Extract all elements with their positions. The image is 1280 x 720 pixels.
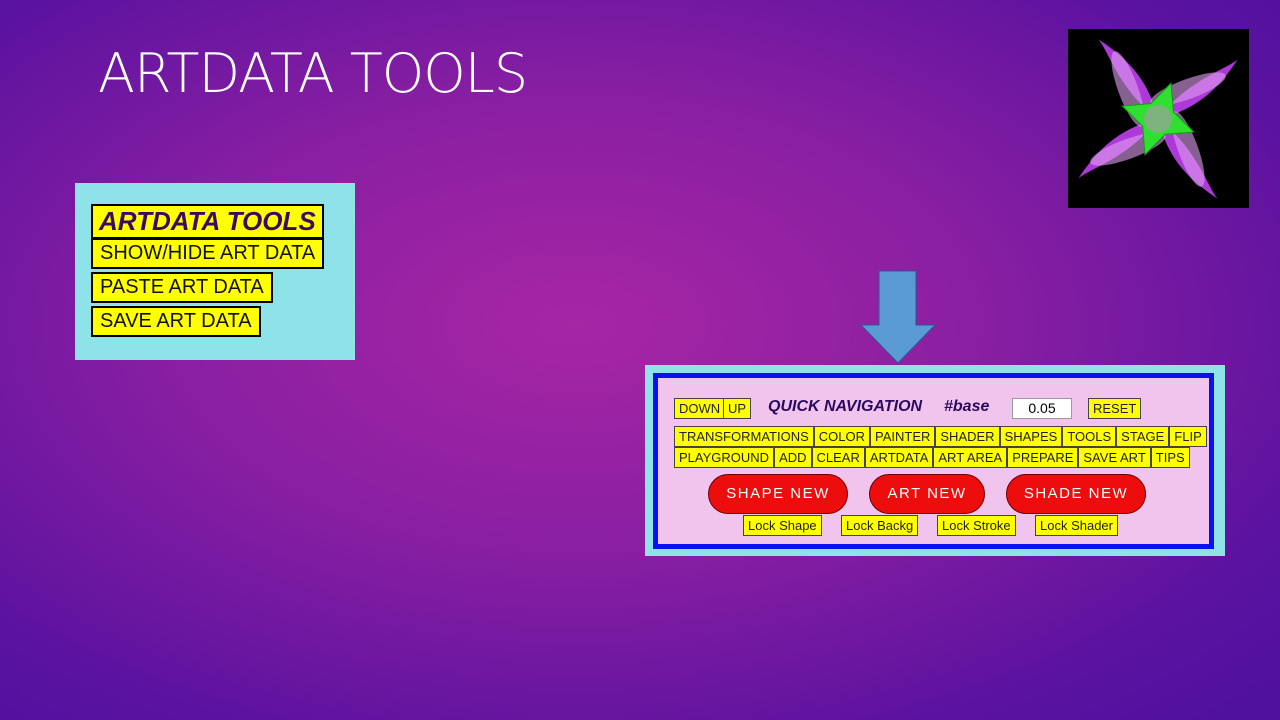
nav-tips[interactable]: TIPS — [1150, 447, 1190, 468]
quick-navigation-title: QUICK NAVIGATION — [768, 398, 923, 415]
reset-button[interactable]: RESET — [1088, 398, 1142, 419]
nav-tools[interactable]: TOOLS — [1062, 426, 1117, 447]
down-arrow-icon — [860, 270, 936, 364]
lock-stroke-button[interactable]: Lock Stroke — [937, 515, 1016, 536]
save-art-data-button[interactable]: SAVE ART DATA — [91, 306, 261, 337]
base-label: #base — [944, 398, 990, 415]
nav-shapes[interactable]: SHAPES — [999, 426, 1063, 447]
nav-stage[interactable]: STAGE — [1116, 426, 1170, 447]
nav-clear[interactable]: CLEAR — [811, 447, 865, 468]
lock-shape-button[interactable]: Lock Shape — [743, 515, 822, 536]
shade-new-button[interactable]: SHADE NEW — [1006, 474, 1146, 514]
paste-art-data-button[interactable]: PASTE ART DATA — [91, 272, 273, 303]
nav-transformations[interactable]: TRANSFORMATIONS — [674, 426, 814, 447]
art-new-button[interactable]: ART NEW — [869, 474, 985, 514]
artdata-tools-heading: ARTDATA TOOLS — [91, 204, 324, 239]
nav-add[interactable]: ADD — [774, 447, 812, 468]
art-preview-image — [1068, 29, 1249, 208]
shape-new-button[interactable]: SHAPE NEW — [708, 474, 848, 514]
nav-art-area[interactable]: ART AREA — [933, 447, 1008, 468]
nav-playground[interactable]: PLAYGROUND — [674, 447, 775, 468]
nav-painter[interactable]: PAINTER — [870, 426, 936, 447]
nav-save-art[interactable]: SAVE ART — [1078, 447, 1151, 468]
slide-title: ARTDATA TOOLS — [98, 42, 528, 105]
artdata-tools-panel: ARTDATA TOOLS SHOW/HIDE ART DATA PASTE A… — [75, 183, 355, 360]
nav-shader[interactable]: SHADER — [935, 426, 1000, 447]
show-hide-art-data-button[interactable]: SHOW/HIDE ART DATA — [91, 238, 325, 269]
nav-color[interactable]: COLOR — [813, 426, 870, 447]
lock-shader-button[interactable]: Lock Shader — [1035, 515, 1118, 536]
nav-flip[interactable]: FLIP — [1169, 426, 1207, 447]
nav-prepare[interactable]: PREPARE — [1007, 447, 1079, 468]
lock-backg-button[interactable]: Lock Backg — [841, 515, 919, 536]
up-button[interactable]: UP — [723, 398, 752, 419]
nav-artdata[interactable]: ARTDATA — [864, 447, 934, 468]
down-button[interactable]: DOWN — [674, 398, 726, 419]
quick-navigation-panel: DOWN UP QUICK NAVIGATION #base 0.05 RESE… — [645, 365, 1225, 556]
base-value-input[interactable]: 0.05 — [1012, 398, 1072, 419]
